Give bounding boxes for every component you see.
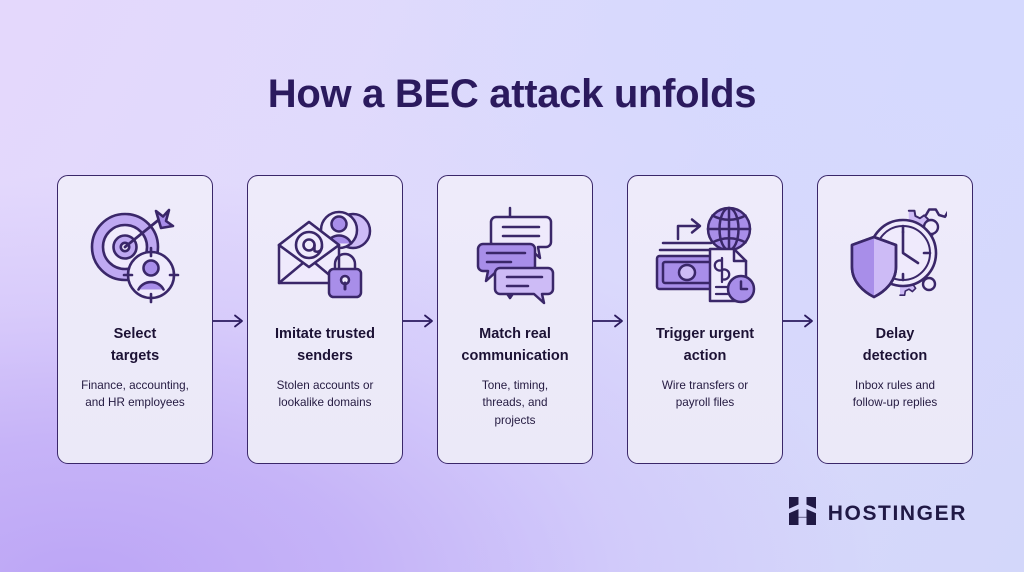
money-globe-invoice-clock-icon [650, 202, 760, 308]
step-description: Inbox rules and follow-up replies [852, 378, 938, 410]
arrow-right-icon [213, 175, 247, 464]
shield-clock-gears-icon [840, 202, 950, 308]
page-title: How a BEC attack unfolds [267, 72, 757, 116]
step-title: Match real communication [461, 326, 569, 364]
step-title: Select targets [110, 326, 160, 364]
step-description: Tone, timing, threads, and projects [481, 378, 549, 428]
arrow-right-icon [783, 175, 817, 464]
step-card-trigger-urgent-action[interactable]: Trigger urgent action Wire transfers or … [627, 175, 783, 464]
step-card-imitate-trusted-senders[interactable]: Imitate trusted senders Stolen accounts … [247, 175, 403, 464]
step-description: Wire transfers or payroll files [661, 378, 749, 410]
step-title: Imitate trusted senders [275, 326, 375, 364]
step-title: Delay detection [862, 326, 928, 364]
step-card-delay-detection[interactable]: Delay detection Inbox rules and follow-u… [817, 175, 973, 464]
step-card-select-targets[interactable]: Select targets Finance, accounting, and … [57, 175, 213, 464]
arrow-right-icon [403, 175, 437, 464]
step-description: Stolen accounts or lookalike domains [276, 378, 374, 410]
step-title: Trigger urgent action [655, 326, 755, 364]
chat-bubbles-thread-arrow-icon [460, 202, 570, 308]
steps-row: Select targets Finance, accounting, and … [57, 175, 973, 464]
step-card-match-real-communication[interactable]: Match real communication Tone, timing, t… [437, 175, 593, 464]
arrow-right-icon [593, 175, 627, 464]
target-person-crosshair-icon [80, 202, 190, 308]
envelope-at-avatar-lock-icon [270, 202, 380, 308]
step-description: Finance, accounting, and HR employees [81, 378, 189, 410]
hostinger-logo[interactable]: HOSTINGER [788, 497, 967, 530]
hostinger-wordmark: HOSTINGER [827, 501, 967, 525]
hostinger-h-mark-icon [788, 497, 816, 530]
